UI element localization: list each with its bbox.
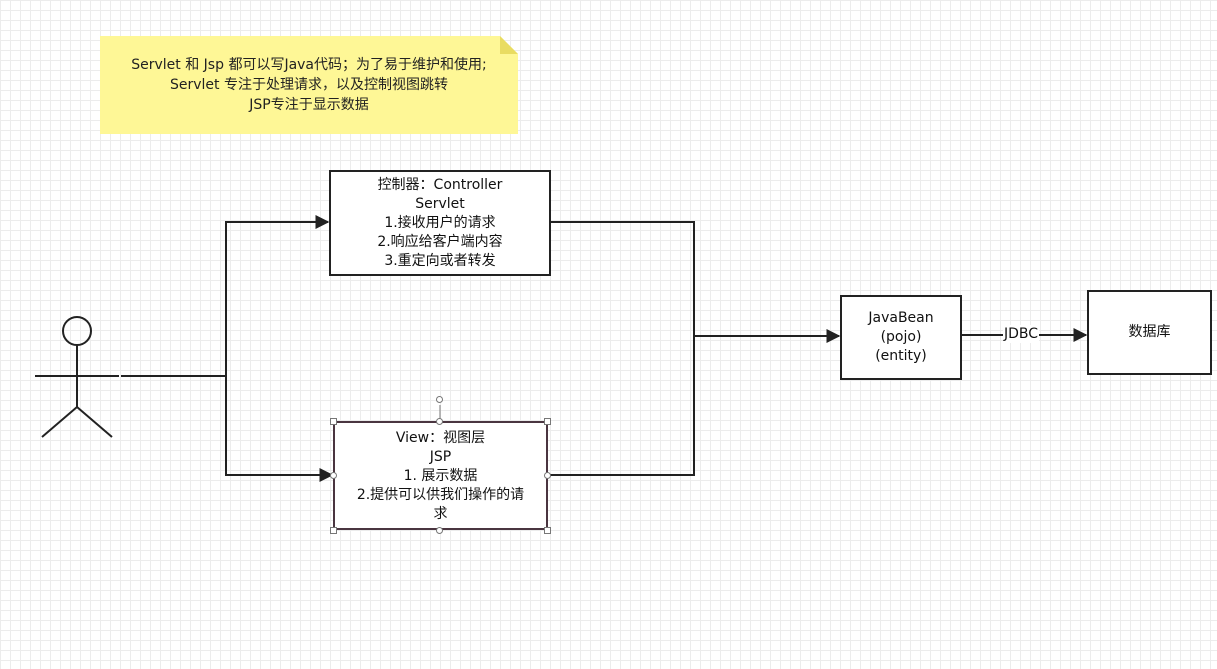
controller-to-javabean-edge[interactable] bbox=[551, 221, 841, 343]
javabean-line: (entity) bbox=[875, 348, 927, 364]
view-line: 1. 展示数据 bbox=[403, 468, 478, 484]
resize-handle-w[interactable] bbox=[330, 472, 337, 479]
resize-handle-ne[interactable] bbox=[544, 418, 551, 425]
database-label: 数据库 bbox=[1128, 324, 1171, 340]
controller-line: 控制器：Controller bbox=[377, 176, 503, 193]
javabean-line: JavaBean bbox=[868, 310, 934, 326]
resize-handle-s[interactable] bbox=[436, 527, 443, 534]
view-line: 求 bbox=[433, 506, 448, 522]
note-text: Servlet 和 Jsp 都可以写Java代码；为了易于维护和使用; Serv… bbox=[100, 55, 518, 115]
note-line: JSP专注于显示数据 bbox=[249, 97, 369, 113]
view-line: 2.提供可以供我们操作的请 bbox=[356, 487, 525, 503]
view-box[interactable]: View：视图层 JSP 1. 展示数据 2.提供可以供我们操作的请 求 bbox=[333, 421, 548, 530]
view-to-javabean-edge[interactable] bbox=[548, 336, 695, 476]
note-line: Servlet 和 Jsp 都可以写Java代码；为了易于维护和使用; bbox=[131, 57, 487, 73]
resize-handle-se[interactable] bbox=[544, 527, 551, 534]
controller-line: Servlet bbox=[415, 195, 465, 212]
controller-line: 1.接收用户的请求 bbox=[384, 214, 496, 231]
jdbc-edge-label: JDBC bbox=[1003, 325, 1040, 343]
actor-to-controller-edge[interactable] bbox=[121, 215, 330, 377]
view-line: JSP bbox=[429, 449, 452, 465]
controller-box[interactable]: 控制器：Controller Servlet 1.接收用户的请求 2.响应给客户… bbox=[329, 170, 551, 276]
database-box[interactable]: 数据库 bbox=[1087, 290, 1212, 375]
resize-handle-sw[interactable] bbox=[330, 527, 337, 534]
resize-handle-e[interactable] bbox=[544, 472, 551, 479]
controller-line: 2.响应给客户端内容 bbox=[377, 233, 503, 250]
sticky-note[interactable] bbox=[100, 36, 518, 134]
resize-handle-n[interactable] bbox=[436, 418, 443, 425]
note-line: Servlet 专注于处理请求，以及控制视图跳转 bbox=[170, 77, 448, 93]
user-actor-icon[interactable] bbox=[35, 316, 119, 438]
view-line: View：视图层 bbox=[395, 430, 486, 446]
javabean-box[interactable]: JavaBean (pojo) (entity) bbox=[840, 295, 962, 380]
rotate-handle[interactable] bbox=[436, 396, 443, 403]
javabean-line: (pojo) bbox=[880, 329, 922, 345]
actor-to-view-edge[interactable] bbox=[225, 376, 334, 482]
resize-handle-nw[interactable] bbox=[330, 418, 337, 425]
controller-line: 3.重定向或者转发 bbox=[384, 252, 496, 269]
